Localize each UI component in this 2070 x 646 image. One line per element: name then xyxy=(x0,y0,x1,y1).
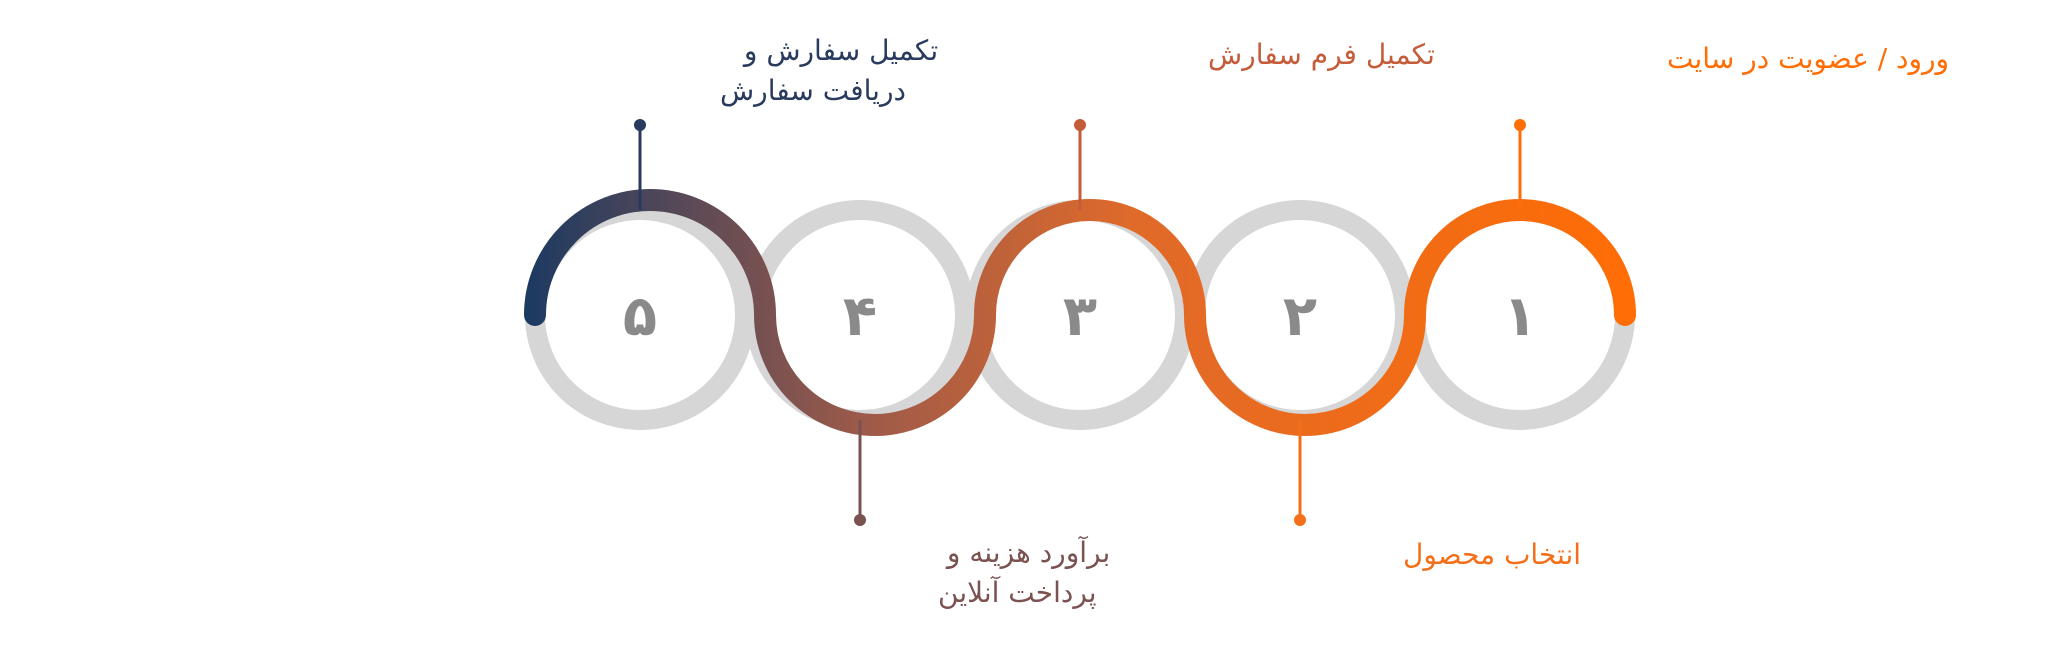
connector-step-1 xyxy=(1514,119,1526,210)
step-number-2: ۲ xyxy=(1283,284,1317,349)
connector-step-2 xyxy=(1294,420,1306,526)
step-number-1: ۱ xyxy=(1503,284,1537,349)
step-label-3: تکمیل فرم سفارش xyxy=(1208,38,1435,71)
step-label-5: تکمیل سفارش و دریافت سفارش xyxy=(720,34,938,107)
step-label-1: ورود / عضویت در سایت xyxy=(1667,42,1949,75)
connector-step-3 xyxy=(1074,119,1086,210)
step-number-4: ۴ xyxy=(843,284,877,349)
connector-dot xyxy=(854,514,866,526)
step-label-4: برآورد هزینه و پرداخت آنلاین xyxy=(938,536,1110,609)
connector-dot xyxy=(634,119,646,131)
step-label-2: انتخاب محصول xyxy=(1403,538,1581,571)
connector-dot xyxy=(1514,119,1526,131)
connector-dot xyxy=(1074,119,1086,131)
step-number-5: ۵ xyxy=(623,284,657,349)
step-number-3: ۳ xyxy=(1063,284,1097,349)
progress-wave xyxy=(524,189,1636,436)
connector-step-5 xyxy=(634,119,646,210)
connector-step-4 xyxy=(854,420,866,526)
connector-dot xyxy=(1294,514,1306,526)
